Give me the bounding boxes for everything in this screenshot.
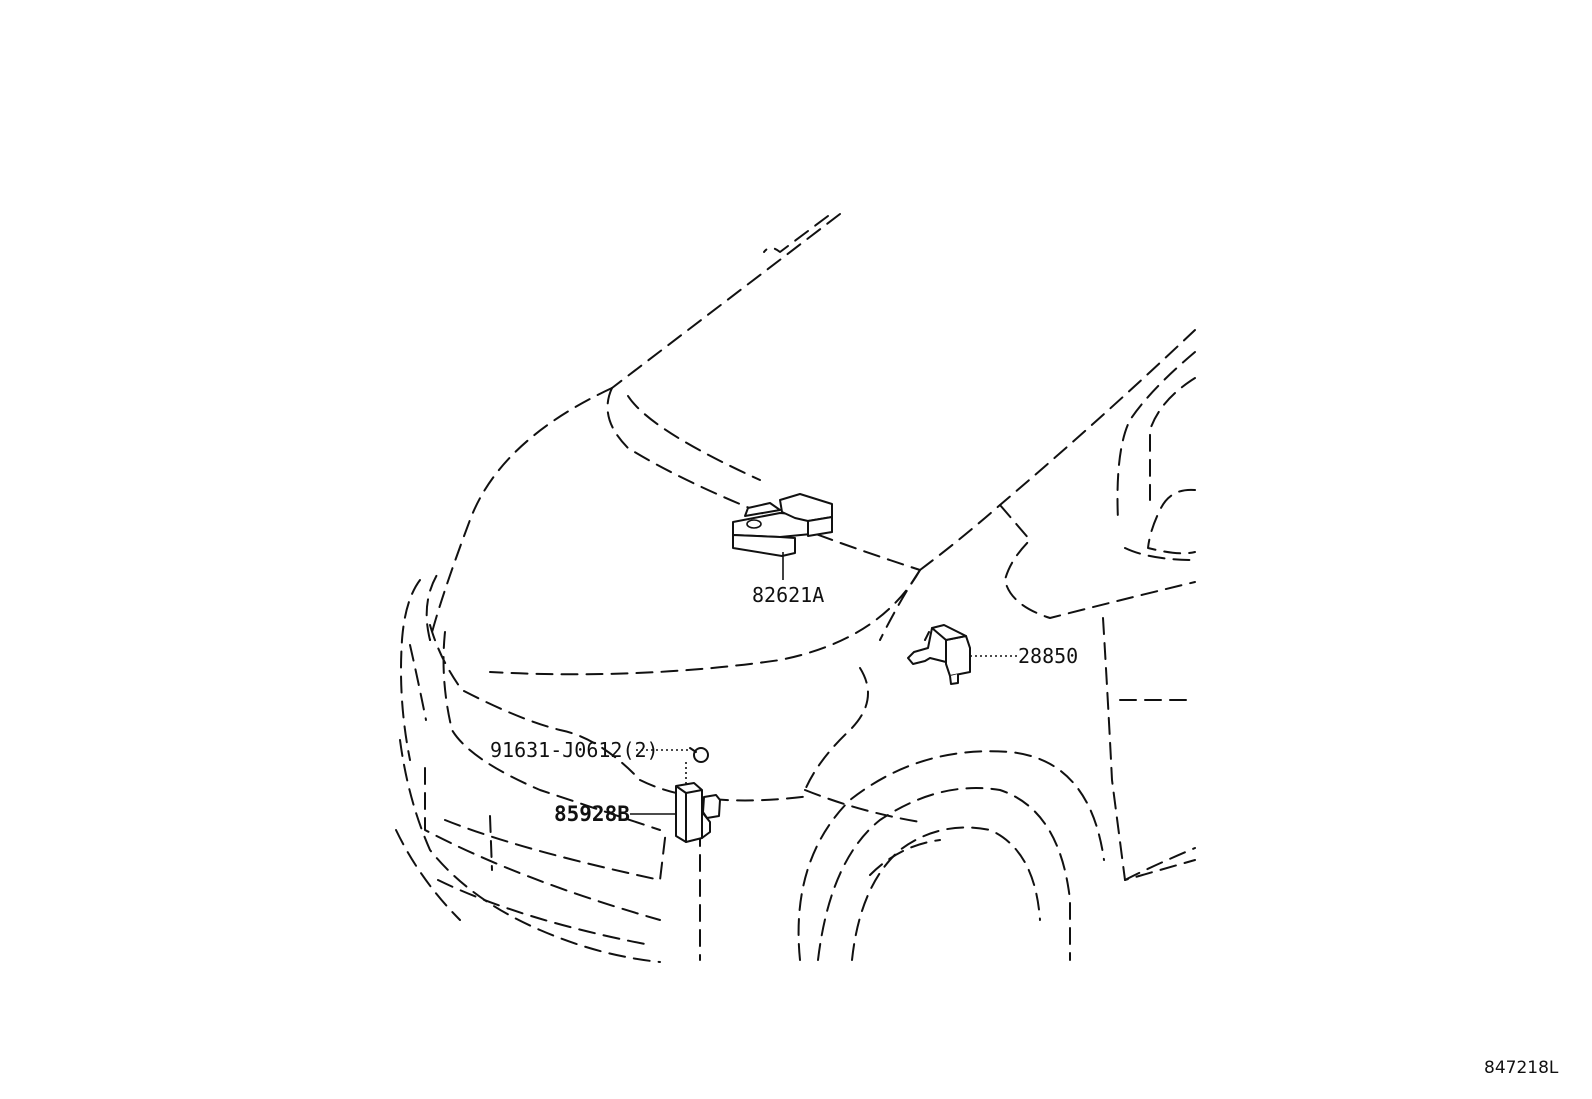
part-85928B[interactable] (675, 762, 721, 843)
diagram-id: 847218L (1484, 1058, 1559, 1078)
callout-82621A: 82621A (752, 583, 824, 607)
bolt-icon (693, 747, 709, 763)
part-28850[interactable] (907, 624, 971, 685)
mount-hole-icon (746, 519, 762, 529)
callout-28850: 28850 (1018, 644, 1078, 668)
part-91631-J0612-bolt[interactable] (689, 747, 709, 763)
callout-85928B: 85928B (554, 802, 630, 826)
part-82621A[interactable] (732, 493, 833, 557)
vehicle-outline (395, 213, 1196, 963)
callout-91631-J0612: 91631-J0612(2) (490, 738, 659, 762)
